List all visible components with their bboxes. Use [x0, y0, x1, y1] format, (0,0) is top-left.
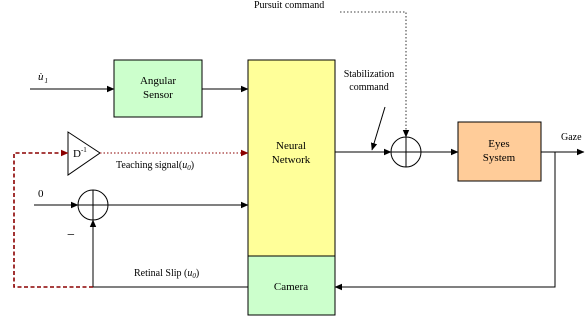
pursuit-command-label: Pursuit command — [254, 0, 324, 11]
eyes-system-label-line2: System — [483, 152, 516, 164]
pursuit-command-line — [340, 11, 410, 138]
teaching-feedback-dashed-line — [13, 149, 93, 288]
gain-block-label: D-1 — [73, 146, 87, 160]
angular-sensor-block — [113, 59, 203, 118]
teaching-signal-label: Teaching signal(u0) — [116, 160, 194, 172]
gaze-output-label: Gaze — [561, 132, 582, 143]
zero-input-label: 0 — [38, 188, 44, 200]
neural-network-label-line1: Neural — [276, 140, 306, 152]
retinal-slip-label: Retinal Slip (u0) — [134, 268, 199, 280]
stabilization-command-label-line2: command — [349, 82, 388, 93]
neural-network-label-line2: Network — [272, 154, 311, 166]
eyes-system-block — [457, 121, 542, 182]
stabilization-command-label-line1: Stabilization — [344, 69, 395, 80]
summing-junction-command — [390, 136, 422, 168]
eyes-system-label-line1: Eyes — [488, 138, 509, 150]
summing-junction-error — [77, 189, 109, 221]
negative-sign-label: − — [67, 228, 75, 243]
stabilization-pointer-arrow — [370, 106, 386, 151]
gaze-feedback-to-camera-line — [334, 152, 556, 291]
angular-sensor-label-line2: Sensor — [143, 89, 173, 101]
camera-label: Camera — [274, 281, 308, 293]
neural-network-block — [247, 59, 336, 260]
angular-sensor-label-line1: Angular — [140, 75, 176, 87]
input-angular-velocity-label: ù1 — [38, 71, 48, 85]
camera-block — [247, 255, 336, 316]
